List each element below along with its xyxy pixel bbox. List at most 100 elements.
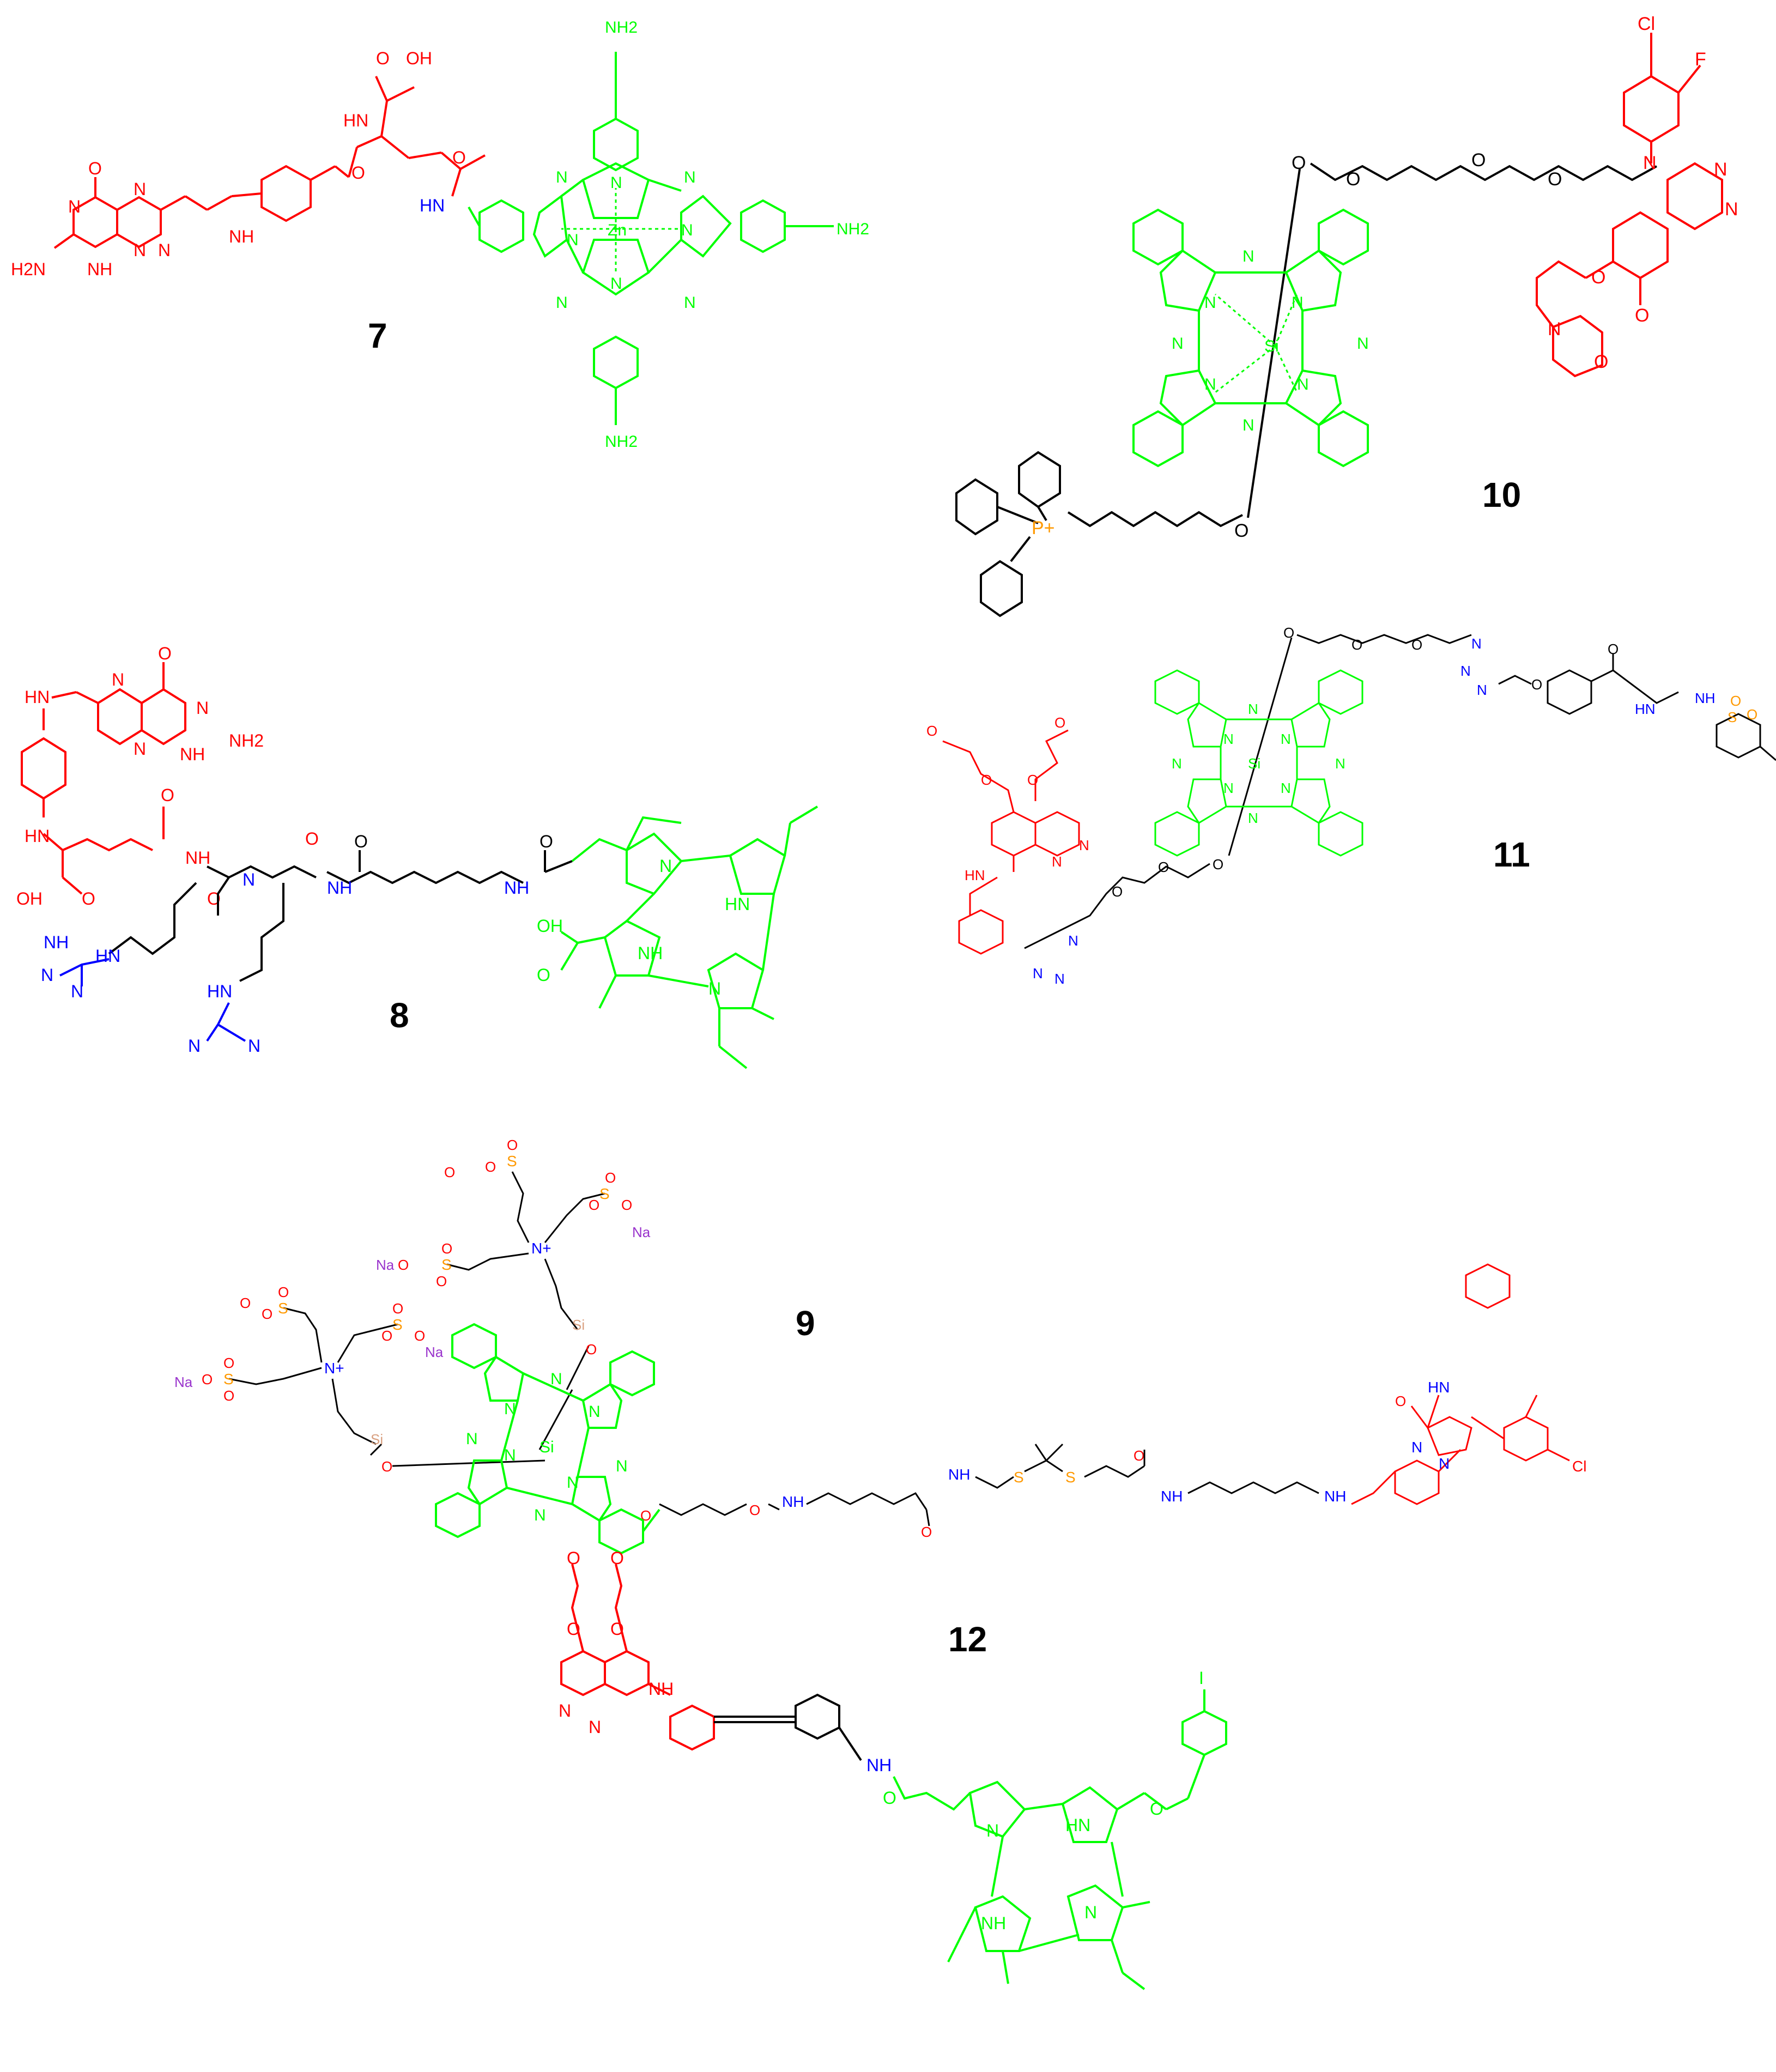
compound-11-green-labels: Si N N N N N N N N bbox=[1172, 701, 1345, 826]
atom-label: N bbox=[1248, 810, 1258, 826]
atom-label: N bbox=[1411, 1439, 1422, 1456]
compound-11-sulfonyl-labels: S O O bbox=[1727, 693, 1757, 725]
atom-label: O bbox=[392, 1300, 403, 1317]
compound-11: O O O O O O O O N N N HN NH N N N S O O … bbox=[926, 625, 1776, 987]
atom-label: N bbox=[134, 240, 146, 260]
atom-label: NH bbox=[87, 259, 112, 279]
compound-11-linker-labels: O O O O O O O O bbox=[1112, 625, 1619, 900]
atom-label: O bbox=[1747, 706, 1757, 723]
compound-11-red-labels: O O O O N N HN bbox=[926, 714, 1089, 883]
atom-label: N bbox=[659, 856, 672, 876]
atom-label: N bbox=[1033, 965, 1043, 982]
compound-10-green-labels: Si N N N N N N N N bbox=[1172, 247, 1369, 434]
atom-label: NH bbox=[504, 878, 529, 898]
atom-label: N bbox=[1052, 853, 1062, 870]
compound-10-coordination-bonds bbox=[1215, 293, 1298, 393]
atom-label: HN bbox=[725, 894, 750, 914]
atom-label: I bbox=[1199, 1668, 1204, 1688]
atom-label: N bbox=[466, 1430, 478, 1448]
atom-label: NH2 bbox=[605, 433, 638, 451]
compound-9-nitrogen-labels: N+ N+ NH NH NH bbox=[324, 1240, 1183, 1510]
atom-label: N bbox=[1172, 335, 1184, 353]
atom-label: O bbox=[507, 1137, 518, 1153]
compound-12-green-labels: O I O N HN NH N bbox=[883, 1668, 1204, 1933]
atom-label: O bbox=[223, 1388, 234, 1404]
atom-label: N bbox=[1335, 755, 1345, 772]
atom-label: N bbox=[1357, 335, 1369, 353]
atom-label: O bbox=[354, 832, 368, 851]
atom-label: N bbox=[1054, 971, 1065, 987]
compound-8-nitrogen-labels: N NH NH HN NH N N HN N N bbox=[41, 870, 529, 1056]
compound-11-targeting-moiety bbox=[942, 729, 1080, 955]
atom-label: S bbox=[599, 1185, 610, 1202]
compound-10-linker bbox=[955, 162, 1657, 617]
atom-label: N bbox=[589, 1403, 601, 1421]
compound-number: 11 bbox=[1493, 835, 1530, 874]
atom-label: O bbox=[1351, 637, 1362, 653]
atom-label: N bbox=[567, 231, 579, 249]
atom-label: Cl bbox=[1638, 14, 1655, 34]
atom-label: N bbox=[1068, 932, 1078, 949]
compound-8-peptide-linker bbox=[108, 850, 573, 982]
atom-label: NH bbox=[229, 227, 254, 246]
atom-label: O bbox=[452, 148, 466, 167]
compound-11-phthalocyanine bbox=[1154, 669, 1363, 857]
atom-label: O bbox=[586, 1341, 597, 1358]
atom-label: O bbox=[223, 1355, 234, 1371]
atom-label: O bbox=[1158, 859, 1169, 875]
atom-label: N+ bbox=[324, 1360, 344, 1377]
atom-label: N bbox=[1248, 701, 1258, 717]
atom-label: O bbox=[444, 1164, 455, 1180]
atom-label: NH bbox=[1695, 690, 1716, 706]
atom-label: HN bbox=[1428, 1379, 1450, 1396]
compound-8-red-labels: O HN N N N NH NH2 HN O OH O NH O O bbox=[16, 644, 319, 908]
atom-label: N bbox=[41, 965, 53, 985]
atom-label: NH bbox=[981, 1913, 1006, 1933]
atom-label: N bbox=[1079, 837, 1089, 853]
atom-label: O bbox=[1594, 352, 1608, 372]
atom-label: O bbox=[202, 1371, 213, 1388]
atom-label: N bbox=[188, 1036, 201, 1056]
atom-label: O bbox=[88, 159, 102, 178]
atom-label: N bbox=[610, 174, 622, 192]
atom-label: N bbox=[681, 221, 693, 239]
atom-label: HN bbox=[343, 111, 368, 130]
atom-label: N bbox=[1477, 682, 1487, 698]
atom-label: O bbox=[240, 1295, 251, 1311]
compound-9-silicon-labels: Si Si bbox=[371, 1317, 585, 1447]
atom-label: H2N bbox=[11, 259, 46, 279]
atom-label: O bbox=[161, 785, 174, 805]
compound-12-red-labels: O O O O N N NH bbox=[559, 1548, 674, 1737]
atom-label: O bbox=[1635, 305, 1649, 326]
atom-label: NH bbox=[948, 1466, 970, 1483]
atom-label: O bbox=[1591, 267, 1605, 288]
atom-label: N bbox=[1471, 635, 1482, 652]
atom-label: O bbox=[1395, 1393, 1406, 1409]
atom-label: N bbox=[1223, 731, 1234, 747]
atom-label: O bbox=[381, 1458, 392, 1475]
compound-11-nitrogen-labels: N N N HN NH N N N bbox=[1033, 635, 1716, 987]
compound-9-pyrazole-nitrogen-labels: NH HN N N bbox=[1324, 1379, 1450, 1505]
atom-label: N bbox=[1281, 731, 1291, 747]
compound-10-phthalocyanine bbox=[1132, 208, 1369, 468]
atom-label: O bbox=[398, 1257, 409, 1273]
atom-label: O bbox=[749, 1502, 760, 1518]
atom-label: S bbox=[1727, 709, 1737, 725]
atom-label: N bbox=[134, 739, 146, 759]
compound-12-chlorin bbox=[893, 1689, 1227, 1990]
atom-label: OH bbox=[16, 889, 43, 908]
compound-8-peptide-labels: O O bbox=[354, 832, 553, 851]
compound-7-green-labels: NH2 NH2 NH2 Zn N N N N N N N N bbox=[556, 19, 869, 451]
atom-label: N bbox=[1460, 663, 1471, 679]
atom-label: N bbox=[1172, 755, 1182, 772]
compound-12-nitrogen-labels: NH bbox=[866, 1755, 892, 1775]
atom-label: N bbox=[556, 168, 568, 186]
compound-8-chlorin bbox=[560, 805, 819, 1069]
compound-number: 12 bbox=[948, 1620, 987, 1659]
atom-label: O bbox=[1027, 772, 1038, 788]
atom-label: N bbox=[589, 1717, 601, 1737]
atom-label: Si bbox=[572, 1317, 585, 1333]
atom-label: S bbox=[392, 1316, 403, 1333]
atom-label: P+ bbox=[1032, 518, 1055, 538]
atom-label: NH bbox=[782, 1493, 804, 1510]
